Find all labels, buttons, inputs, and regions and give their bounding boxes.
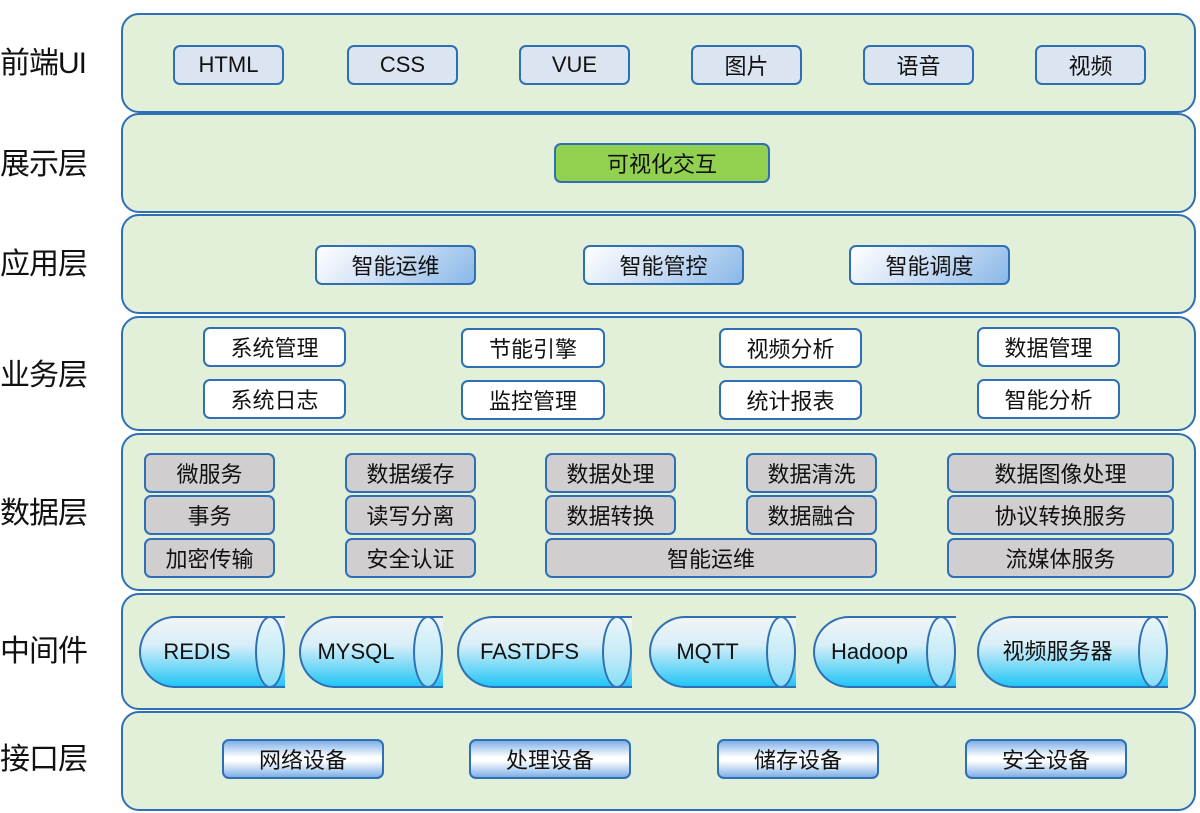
cylinder-body [977, 616, 1168, 688]
cylinder-cap [602, 616, 632, 688]
cylinder-cap [413, 616, 443, 688]
biz-system-log[interactable]: 系统日志 [203, 379, 346, 419]
frontend-voice[interactable]: 语音 [863, 45, 974, 85]
data-rw-separation[interactable]: 读写分离 [345, 495, 476, 535]
middleware-mysql[interactable]: MYSQL [299, 616, 443, 688]
data-fusion[interactable]: 数据融合 [746, 495, 877, 535]
frontend-css[interactable]: CSS [347, 45, 458, 85]
cylinder-cap [766, 616, 796, 688]
interface-processing-device[interactable]: 处理设备 [469, 739, 631, 779]
layer-label-interface: 接口层 [0, 743, 88, 776]
data-protocol-conversion[interactable]: 协议转换服务 [947, 495, 1174, 535]
data-microservice[interactable]: 微服务 [144, 453, 275, 493]
app-smart-ops[interactable]: 智能运维 [315, 245, 476, 285]
panel-frontend [121, 13, 1196, 113]
data-conversion[interactable]: 数据转换 [545, 495, 676, 535]
app-smart-scheduling[interactable]: 智能调度 [849, 245, 1010, 285]
biz-data-management[interactable]: 数据管理 [977, 327, 1120, 367]
frontend-video[interactable]: 视频 [1035, 45, 1146, 85]
cylinder-cap [1138, 616, 1168, 688]
biz-monitor-management[interactable]: 监控管理 [461, 380, 605, 420]
biz-video-analysis[interactable]: 视频分析 [719, 328, 862, 368]
middleware-redis-label: REDIS [163, 639, 231, 664]
cylinder-body [139, 616, 285, 688]
middleware-mqtt-label: MQTT [676, 639, 739, 664]
middleware-fastdfs-label: FASTDFS [479, 639, 579, 664]
middleware-mqtt[interactable]: MQTT [649, 616, 796, 688]
data-transaction[interactable]: 事务 [144, 495, 275, 535]
data-cleaning[interactable]: 数据清洗 [746, 453, 877, 493]
cylinder-cap [926, 616, 956, 688]
middleware-video-server-label: 视频服务器 [1002, 639, 1113, 664]
data-streaming-service[interactable]: 流媒体服务 [947, 538, 1174, 578]
layer-label-data: 数据层 [0, 497, 88, 530]
middleware-hadoop-label: Hadoop [830, 639, 909, 664]
interface-network-device[interactable]: 网络设备 [222, 739, 384, 779]
biz-system-management[interactable]: 系统管理 [203, 327, 346, 367]
cylinder-body [457, 616, 632, 688]
frontend-vue[interactable]: VUE [519, 45, 630, 85]
layer-label-application: 应用层 [0, 248, 88, 281]
app-smart-control[interactable]: 智能管控 [583, 245, 744, 285]
middleware-hadoop[interactable]: Hadoop [813, 616, 956, 688]
interface-security-device[interactable]: 安全设备 [965, 739, 1127, 779]
biz-statistics-report[interactable]: 统计报表 [719, 380, 862, 420]
middleware-fastdfs[interactable]: FASTDFS [457, 616, 632, 688]
data-smart-ops[interactable]: 智能运维 [545, 538, 877, 578]
data-image-processing[interactable]: 数据图像处理 [947, 453, 1174, 493]
layer-label-business: 业务层 [0, 359, 88, 392]
layer-label-middleware: 中间件 [0, 635, 88, 668]
middleware-video-server[interactable]: 视频服务器 [977, 616, 1168, 688]
frontend-image[interactable]: 图片 [691, 45, 802, 85]
biz-smart-analysis[interactable]: 智能分析 [977, 379, 1120, 419]
cylinder-cap [255, 616, 285, 688]
data-cache[interactable]: 数据缓存 [345, 453, 476, 493]
interface-storage-device[interactable]: 储存设备 [717, 739, 879, 779]
middleware-mysql-label: MYSQL [317, 639, 395, 664]
middleware-redis[interactable]: REDIS [139, 616, 285, 688]
frontend-html[interactable]: HTML [173, 45, 284, 85]
data-processing[interactable]: 数据处理 [545, 453, 676, 493]
layer-label-frontend: 前端UI [0, 47, 87, 80]
data-security-auth[interactable]: 安全认证 [345, 538, 476, 578]
visual-interaction-box[interactable]: 可视化交互 [554, 143, 770, 183]
biz-energy-engine[interactable]: 节能引擎 [461, 328, 605, 368]
layer-label-presentation: 展示层 [0, 148, 88, 181]
data-encrypted-transfer[interactable]: 加密传输 [144, 538, 275, 578]
